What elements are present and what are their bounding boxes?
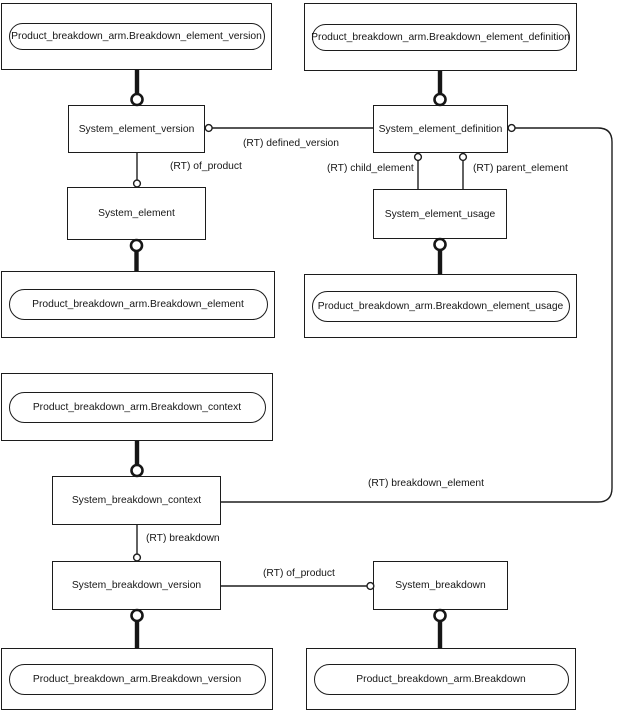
arm-box-breakdown-version: Product_breakdown_arm.Breakdown_version — [1, 648, 273, 710]
connector-parent-element — [458, 152, 468, 189]
entity-system-breakdown-version: System_breakdown_version — [52, 561, 221, 610]
connector-arm-to-system-breakdown-context — [130, 441, 144, 478]
arm-stadium-breakdown-element: Product_breakdown_arm.Breakdown_element — [8, 289, 268, 320]
relation-label-breakdown: (RT) breakdown — [146, 533, 220, 544]
connector-arm-to-system-element-definition — [433, 71, 447, 107]
connector-defined-version — [204, 123, 373, 133]
connector-system-element-to-arm-breakdown-element — [129, 238, 144, 271]
arm-box-breakdown-element-usage: Product_breakdown_arm.Breakdown_element_… — [304, 274, 577, 338]
connector-system-breakdown-to-arm-breakdown — [433, 608, 447, 648]
relation-label-parent-element: (RT) parent_element — [473, 163, 568, 174]
connector-system-breakdown-version-to-arm-breakdown-version — [130, 608, 144, 648]
entity-label-system-element-definition: System_element_definition — [378, 123, 503, 135]
arm-label-breakdown-element: Product_breakdown_arm.Breakdown_element — [32, 299, 244, 310]
arm-box-breakdown: Product_breakdown_arm.Breakdown — [306, 648, 576, 710]
entity-system-element-definition: System_element_definition — [373, 105, 508, 153]
entity-label-system-breakdown: System_breakdown — [395, 580, 486, 591]
connector-of-product — [132, 153, 142, 188]
arm-label-breakdown-version: Product_breakdown_arm.Breakdown_version — [32, 673, 242, 685]
relation-label-of-product-2: (RT) of_product — [263, 568, 335, 579]
arm-label-breakdown-element-version: Product_breakdown_arm.Breakdown_element_… — [11, 31, 262, 42]
arm-stadium-breakdown-version: Product_breakdown_arm.Breakdown_version — [8, 663, 266, 695]
relation-label-defined-version: (RT) defined_version — [243, 138, 339, 149]
arm-stadium-breakdown-element-definition: Product_breakdown_arm.Breakdown_element_… — [311, 23, 570, 51]
connector-breakdown — [132, 525, 142, 562]
connector-arm-to-system-element-version — [130, 70, 144, 107]
arm-box-breakdown-context: Product_breakdown_arm.Breakdown_context — [1, 373, 273, 441]
arm-stadium-breakdown: Product_breakdown_arm.Breakdown — [313, 663, 569, 695]
connector-of-product-2 — [221, 581, 375, 591]
entity-system-element-usage: System_element_usage — [373, 189, 507, 239]
entity-label-system-element-version: System_element_version — [78, 123, 195, 135]
arm-label-breakdown-element-usage: Product_breakdown_arm.Breakdown_element_… — [317, 300, 564, 312]
arm-stadium-breakdown-element-version: Product_breakdown_arm.Breakdown_element_… — [8, 23, 265, 50]
relation-label-of-product: (RT) of_product — [170, 161, 242, 172]
arm-label-breakdown-context: Product_breakdown_arm.Breakdown_context — [32, 401, 242, 413]
arm-stadium-breakdown-element-usage: Product_breakdown_arm.Breakdown_element_… — [311, 290, 570, 322]
arm-box-breakdown-element: Product_breakdown_arm.Breakdown_element — [1, 271, 275, 338]
relation-label-child-element: (RT) child_element — [327, 163, 414, 174]
connector-child-element — [413, 152, 423, 189]
entity-label-system-breakdown-version: System_breakdown_version — [71, 580, 202, 591]
entity-system-element: System_element — [67, 187, 206, 240]
connector-system-element-usage-to-arm-breakdown-element-usage — [433, 237, 447, 274]
arm-label-breakdown-element-definition: Product_breakdown_arm.Breakdown_element_… — [311, 31, 570, 43]
arm-label-breakdown: Product_breakdown_arm.Breakdown — [356, 673, 526, 685]
arm-stadium-breakdown-context: Product_breakdown_arm.Breakdown_context — [8, 391, 266, 423]
arm-box-breakdown-element-definition: Product_breakdown_arm.Breakdown_element_… — [304, 3, 577, 71]
entity-system-breakdown-context: System_breakdown_context — [52, 476, 221, 525]
entity-label-system-breakdown-context: System_breakdown_context — [71, 495, 202, 506]
entity-system-breakdown: System_breakdown — [373, 561, 508, 610]
arm-box-breakdown-element-version: Product_breakdown_arm.Breakdown_element_… — [1, 3, 272, 70]
entity-label-system-element-usage: System_element_usage — [384, 208, 496, 220]
entity-system-element-version: System_element_version — [68, 105, 205, 153]
relation-label-breakdown-element: (RT) breakdown_element — [368, 478, 484, 489]
entity-label-system-element: System_element — [98, 208, 175, 219]
